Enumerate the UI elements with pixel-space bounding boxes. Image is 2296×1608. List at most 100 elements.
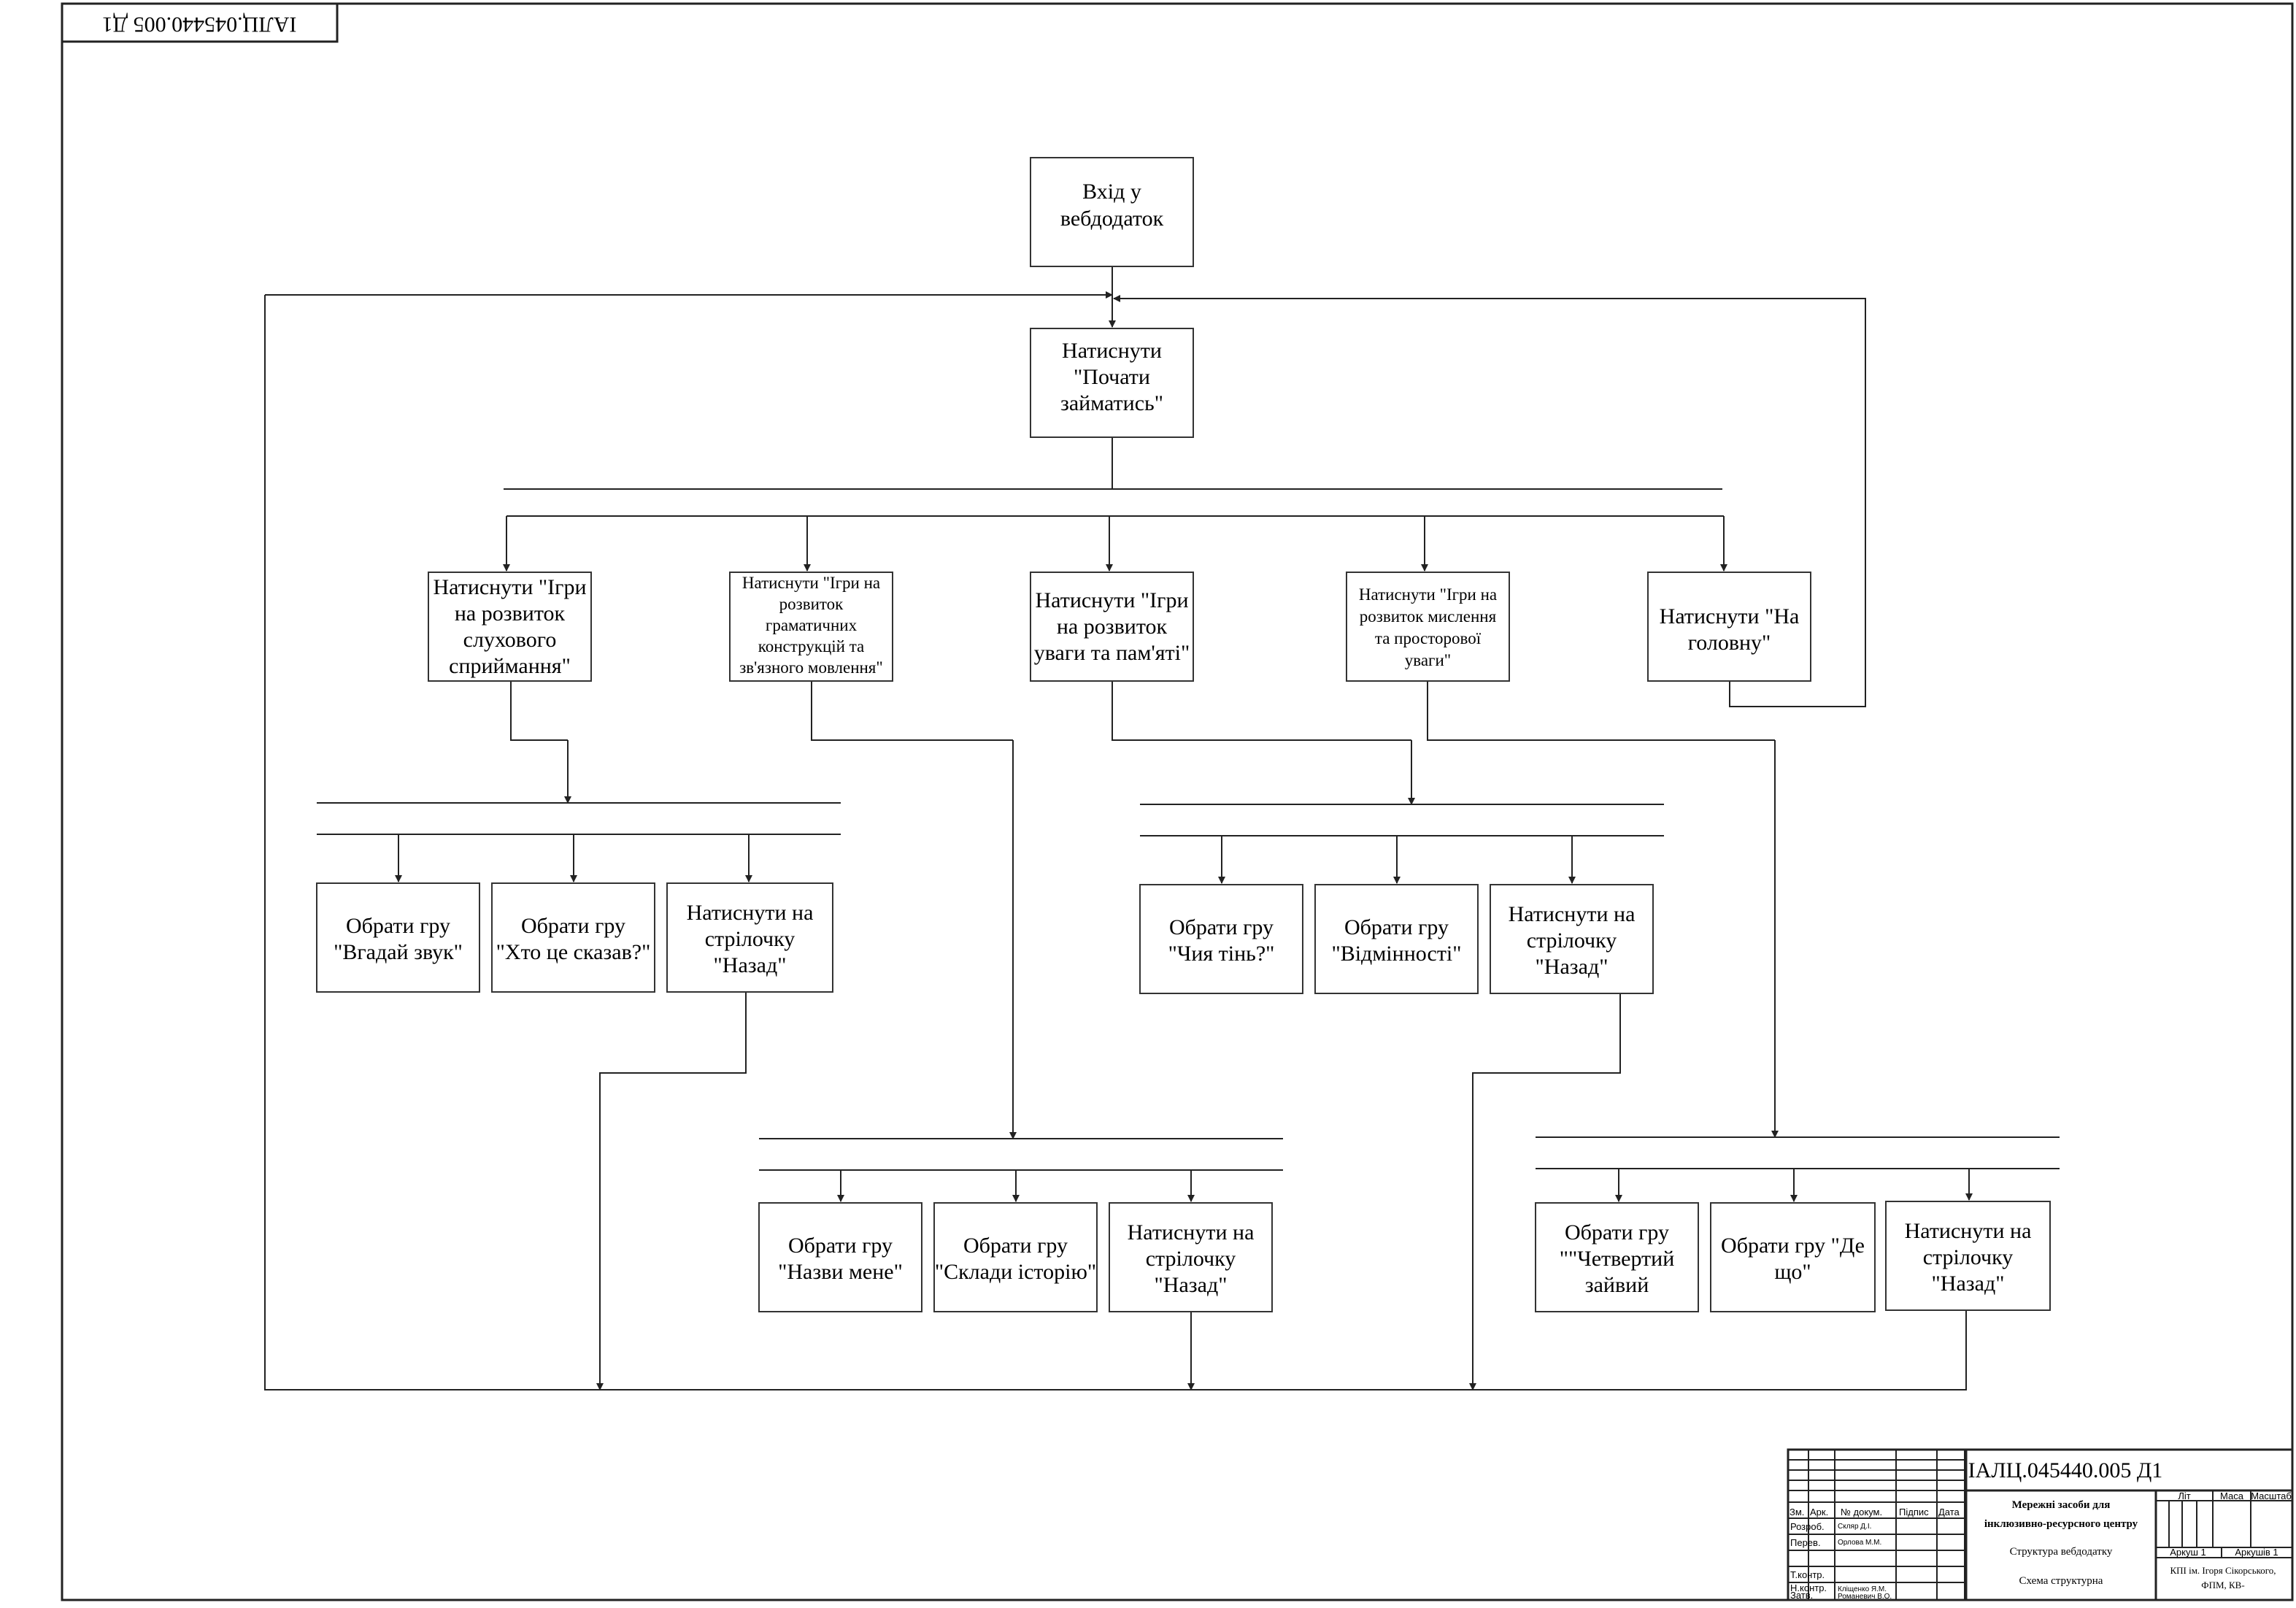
node-line: "Назад" xyxy=(1155,1273,1228,1297)
node-entry: Вхід у вебдодаток xyxy=(1030,157,1194,267)
node-line: Обрати гру xyxy=(1169,915,1274,939)
node-line: "Хто це сказав?" xyxy=(496,940,651,964)
node-line: уваги" xyxy=(1405,651,1451,669)
title-block-col-header: Дата xyxy=(1938,1507,1960,1517)
node-entry-line: вебдодаток xyxy=(1060,207,1164,231)
title-block-sheet-label: Аркуш 1 xyxy=(2170,1547,2206,1558)
node-hearing-game-1: Обрати гру"Вгадай звук" xyxy=(316,882,480,993)
node-line: сприймання" xyxy=(449,654,571,678)
node-line: Натиснути "Ігри xyxy=(434,575,587,599)
node-hearing-game-2: Обрати гру"Хто це сказав?" xyxy=(491,882,655,993)
node-line: та просторової xyxy=(1375,629,1482,647)
title-block-mass-label: Маса xyxy=(2220,1490,2244,1501)
svg-text:Обрати гру"Вгадай звук": Обрати гру"Вгадай звук" xyxy=(334,914,463,964)
node-line: Натиснути "Ігри на xyxy=(1359,585,1497,604)
drawing-frame xyxy=(61,2,2294,1601)
title-block-scale-label: Масштаб xyxy=(2251,1490,2292,1501)
node-line: "Назад" xyxy=(1932,1272,2005,1296)
node-line: Обрати гру xyxy=(346,914,450,938)
rotated-code-text: ІАЛЦ.045440.005 Д1 xyxy=(102,12,297,36)
node-line: стрілочку xyxy=(1146,1247,1236,1271)
node-grammar-game-2: Обрати гру"Склади історію" xyxy=(933,1202,1098,1312)
rotated-code-stamp: ІАЛЦ.045440.005 Д1 xyxy=(61,2,339,43)
node-line: стрілочку xyxy=(1923,1245,2014,1269)
node-category-thinking: Натиснути "Ігри на розвиток мислення та пр… xyxy=(1346,572,1510,682)
title-block-org-line: КПІ ім. Ігоря Сікорського, xyxy=(2170,1565,2276,1576)
node-line: Обрати гру xyxy=(521,914,625,938)
node-line: зайвий xyxy=(1585,1273,1649,1297)
title-block-col-header: Арк. xyxy=(1810,1507,1828,1517)
node-line: конструкцій та xyxy=(758,637,865,655)
node-line: Обрати гру xyxy=(1344,915,1449,939)
svg-text:Обрати гру"Чия тінь?": Обрати гру "Чия тінь?" xyxy=(1168,915,1275,966)
node-line: Натиснути на xyxy=(1905,1219,2032,1243)
node-line: розвиток мислення xyxy=(1360,607,1497,626)
title-block-name: Орлова М.М. xyxy=(1838,1539,1881,1547)
node-entry-line: Вхід у xyxy=(1082,180,1141,204)
node-line: "Вгадай звук" xyxy=(334,940,463,964)
node-line: на розвиток xyxy=(455,601,566,626)
node-line: Натиснути "Ігри xyxy=(1036,588,1189,612)
node-line: Обрати гру "Де xyxy=(1721,1234,1865,1258)
node-line: стрілочку xyxy=(1527,928,1617,953)
svg-text:Обрати гру"Відмінності": Обрати гру "Відмінності" xyxy=(1331,915,1461,966)
node-start-line: Натиснути xyxy=(1062,339,1162,363)
title-block-sheets-label: Аркушів 1 xyxy=(2235,1547,2278,1558)
node-line: розвиток xyxy=(779,595,844,613)
title-block-name: Кліщенко Я.М. xyxy=(1838,1585,1887,1593)
node-line: Натиснути на xyxy=(687,901,814,925)
title-block-subtitle: Структура вебдодатку xyxy=(2010,1546,2113,1558)
title-block-role: Затв. xyxy=(1790,1590,1813,1601)
title-block-role: Розроб. xyxy=(1790,1521,1825,1532)
title-block-role: Н.контр. xyxy=(1790,1582,1827,1593)
node-line: стрілочку xyxy=(705,927,795,951)
title-block-col-header: № докум. xyxy=(1841,1507,1882,1517)
node-line: Натиснути на xyxy=(1509,902,1636,926)
node-line: що" xyxy=(1774,1260,1811,1284)
node-attention-game-1: Обрати гру "Чия тінь?" xyxy=(1139,884,1303,994)
title-block-col-header: Підпис xyxy=(1899,1507,1929,1517)
node-line: "Назад" xyxy=(1536,955,1609,979)
title-block-code: ІАЛЦ.045440.005 Д1 xyxy=(1968,1458,2163,1482)
svg-text:Обрати гру"Назви мене": Обрати гру"Назви мене" xyxy=(778,1234,903,1284)
node-start-line: займатись" xyxy=(1060,391,1163,415)
node-line: "Назад" xyxy=(714,953,787,977)
node-line: Натиснути на xyxy=(1128,1220,1255,1245)
node-attention-game-2: Обрати гру "Відмінності" xyxy=(1314,884,1479,994)
node-line: Натиснути "На xyxy=(1660,604,1800,628)
node-line: "Відмінності" xyxy=(1331,942,1461,966)
title-block: ІАЛЦ.045440.005 Д1 Зм. Арк. № докум. Під… xyxy=(1787,1448,2294,1601)
node-line: Обрати гру xyxy=(788,1234,893,1258)
node-line: "Назви мене" xyxy=(778,1260,903,1284)
connectors xyxy=(264,267,2060,1390)
node-line: "Чия тінь?" xyxy=(1168,942,1275,966)
node-line: на розвиток xyxy=(1057,615,1168,639)
title-block-name: Скляр Д.І. xyxy=(1838,1523,1871,1531)
node-line: зв'язного мовлення" xyxy=(739,658,883,677)
svg-text:Обрати гру"Склади історію": Обрати гру"Склади історію" xyxy=(935,1234,1096,1284)
node-line: ""Четвертий xyxy=(1560,1247,1675,1271)
title-block-lit-label: Літ xyxy=(2178,1490,2190,1501)
title-block-title-line: Мережні засоби для xyxy=(2012,1499,2111,1511)
title-block-org-line: ФПМ, КВ- xyxy=(2201,1580,2244,1590)
